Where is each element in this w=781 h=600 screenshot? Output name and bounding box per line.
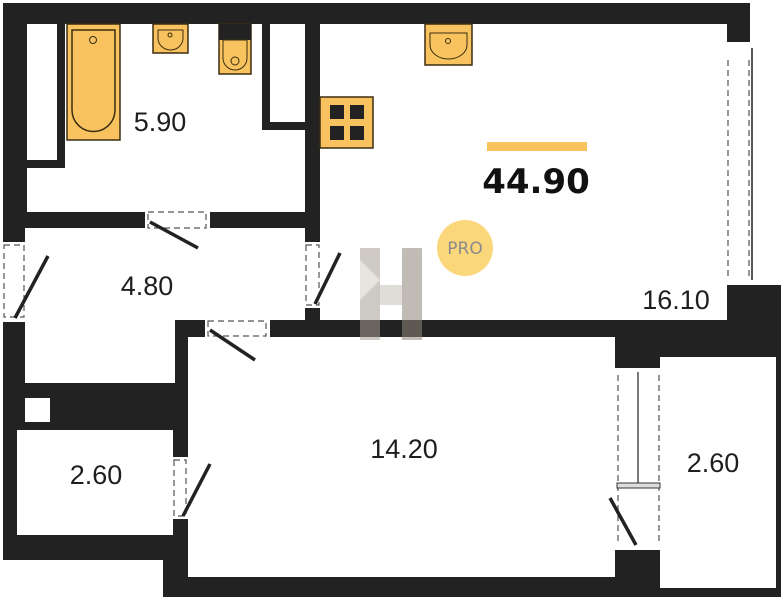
area-kitchen-living: 16.10 [642, 285, 710, 315]
pro-badge: PRO [437, 220, 493, 276]
kitchen-door [304, 242, 342, 308]
bath-partition [27, 160, 65, 168]
bath-partition [262, 122, 305, 130]
logo-watermark [360, 248, 422, 340]
bathtub-icon [66, 23, 121, 141]
total-area: 44.90 [482, 162, 590, 202]
bath-partition [262, 24, 270, 130]
bathroom-sink-icon [152, 23, 189, 54]
storage-door [172, 457, 212, 519]
room-balcony [660, 357, 776, 588]
area-hallway: 4.80 [121, 271, 174, 301]
window-right [727, 42, 753, 285]
room-kitchen-living [320, 24, 727, 320]
kitchen-sink-icon [424, 23, 473, 66]
pro-badge-label: PRO [447, 239, 482, 259]
storage-niche [25, 398, 50, 422]
room-hallway [25, 228, 305, 320]
room-storage [17, 430, 173, 535]
bedroom-door [205, 319, 270, 362]
entrance-door [3, 242, 50, 322]
bathroom-door [145, 211, 210, 250]
area-storage: 2.60 [70, 460, 123, 490]
area-bedroom: 14.20 [370, 434, 438, 464]
area-bathroom: 5.90 [134, 107, 187, 137]
bath-partition [57, 24, 65, 168]
toilet-icon [218, 23, 252, 75]
room-bedroom [188, 337, 615, 577]
area-balcony: 2.60 [687, 448, 740, 478]
total-area-bar [487, 142, 587, 151]
room-hallway-lower [25, 318, 175, 383]
balcony-door [608, 368, 661, 550]
stove-icon [319, 96, 374, 149]
